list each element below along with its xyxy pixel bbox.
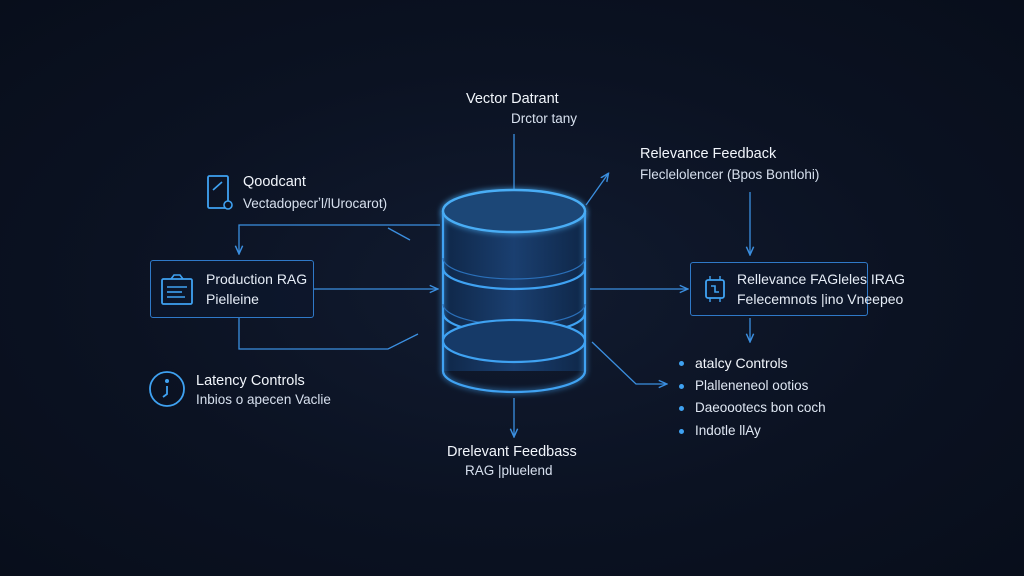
edge-cylinder-to-production [239, 224, 440, 253]
relevance-feedback-title: Relevance Feedback [640, 146, 777, 162]
list-item: atalcy Controls [679, 352, 826, 375]
bullet-text: Indotle llAy [695, 422, 761, 438]
output-subtitle: RAG |pluelend [465, 463, 553, 478]
edge-production-loop [238, 318, 419, 350]
bullet-dot-icon [679, 428, 684, 434]
edge-cylinder-to-bullets [591, 341, 666, 384]
latency-subtitle: Inbios o apecen Vaclie [196, 392, 331, 407]
relevance-rag-line2: Felecemnots |ino Vneepeo [737, 291, 904, 307]
relevance-rag-line1: Rellevance FAGleles IRAG [737, 271, 906, 287]
production-rag-box[interactable]: Production RAG Pielleine [150, 260, 314, 318]
bullet-text: Plalleneneol ootios [695, 377, 809, 393]
controls-bullet-list: atalcy Controls Plalleneneol ootios Daeo… [679, 352, 826, 442]
list-item: Indotle llAy [679, 420, 826, 443]
edge-cylinder-to-feedback [585, 174, 608, 206]
production-rag-line1: Production RAG [206, 271, 308, 287]
output-title: Drelevant Feedbass [447, 444, 577, 460]
vector-db-subtitle: Drctor tany [511, 111, 578, 126]
chip-icon [705, 276, 725, 302]
bullet-text: atalcy Controls [695, 355, 788, 371]
list-item: Daeoootecs bon coch [679, 397, 826, 420]
bullet-text: Daeoootecs bon coch [695, 400, 826, 415]
relevance-feedback-subtitle: Fleclelolencer (Bpos Bontlohi) [640, 167, 820, 182]
bullet-dot-icon [679, 383, 684, 389]
list-bag-icon [161, 274, 193, 305]
qdrant-title: Qoodcant [243, 174, 306, 190]
stopwatch-icon [149, 371, 185, 407]
database-cylinder-icon [441, 188, 587, 394]
list-item: Plalleneneol ootios [679, 375, 826, 398]
document-edit-icon [207, 175, 233, 210]
vector-db-title: Vector Datrant [466, 91, 559, 107]
relevance-rag-box[interactable]: Rellevance FAGleles IRAG Felecemnots |in… [690, 262, 905, 316]
latency-title: Latency Controls [196, 373, 305, 389]
bullet-dot-icon [679, 406, 684, 411]
production-rag-line2: Pielleine [206, 291, 259, 307]
bullet-dot-icon [679, 361, 684, 366]
qdrant-subtitle: Vectadopecrʼl/lUrocarot) [243, 196, 388, 211]
edge-qdrant-diagonal [387, 227, 411, 241]
